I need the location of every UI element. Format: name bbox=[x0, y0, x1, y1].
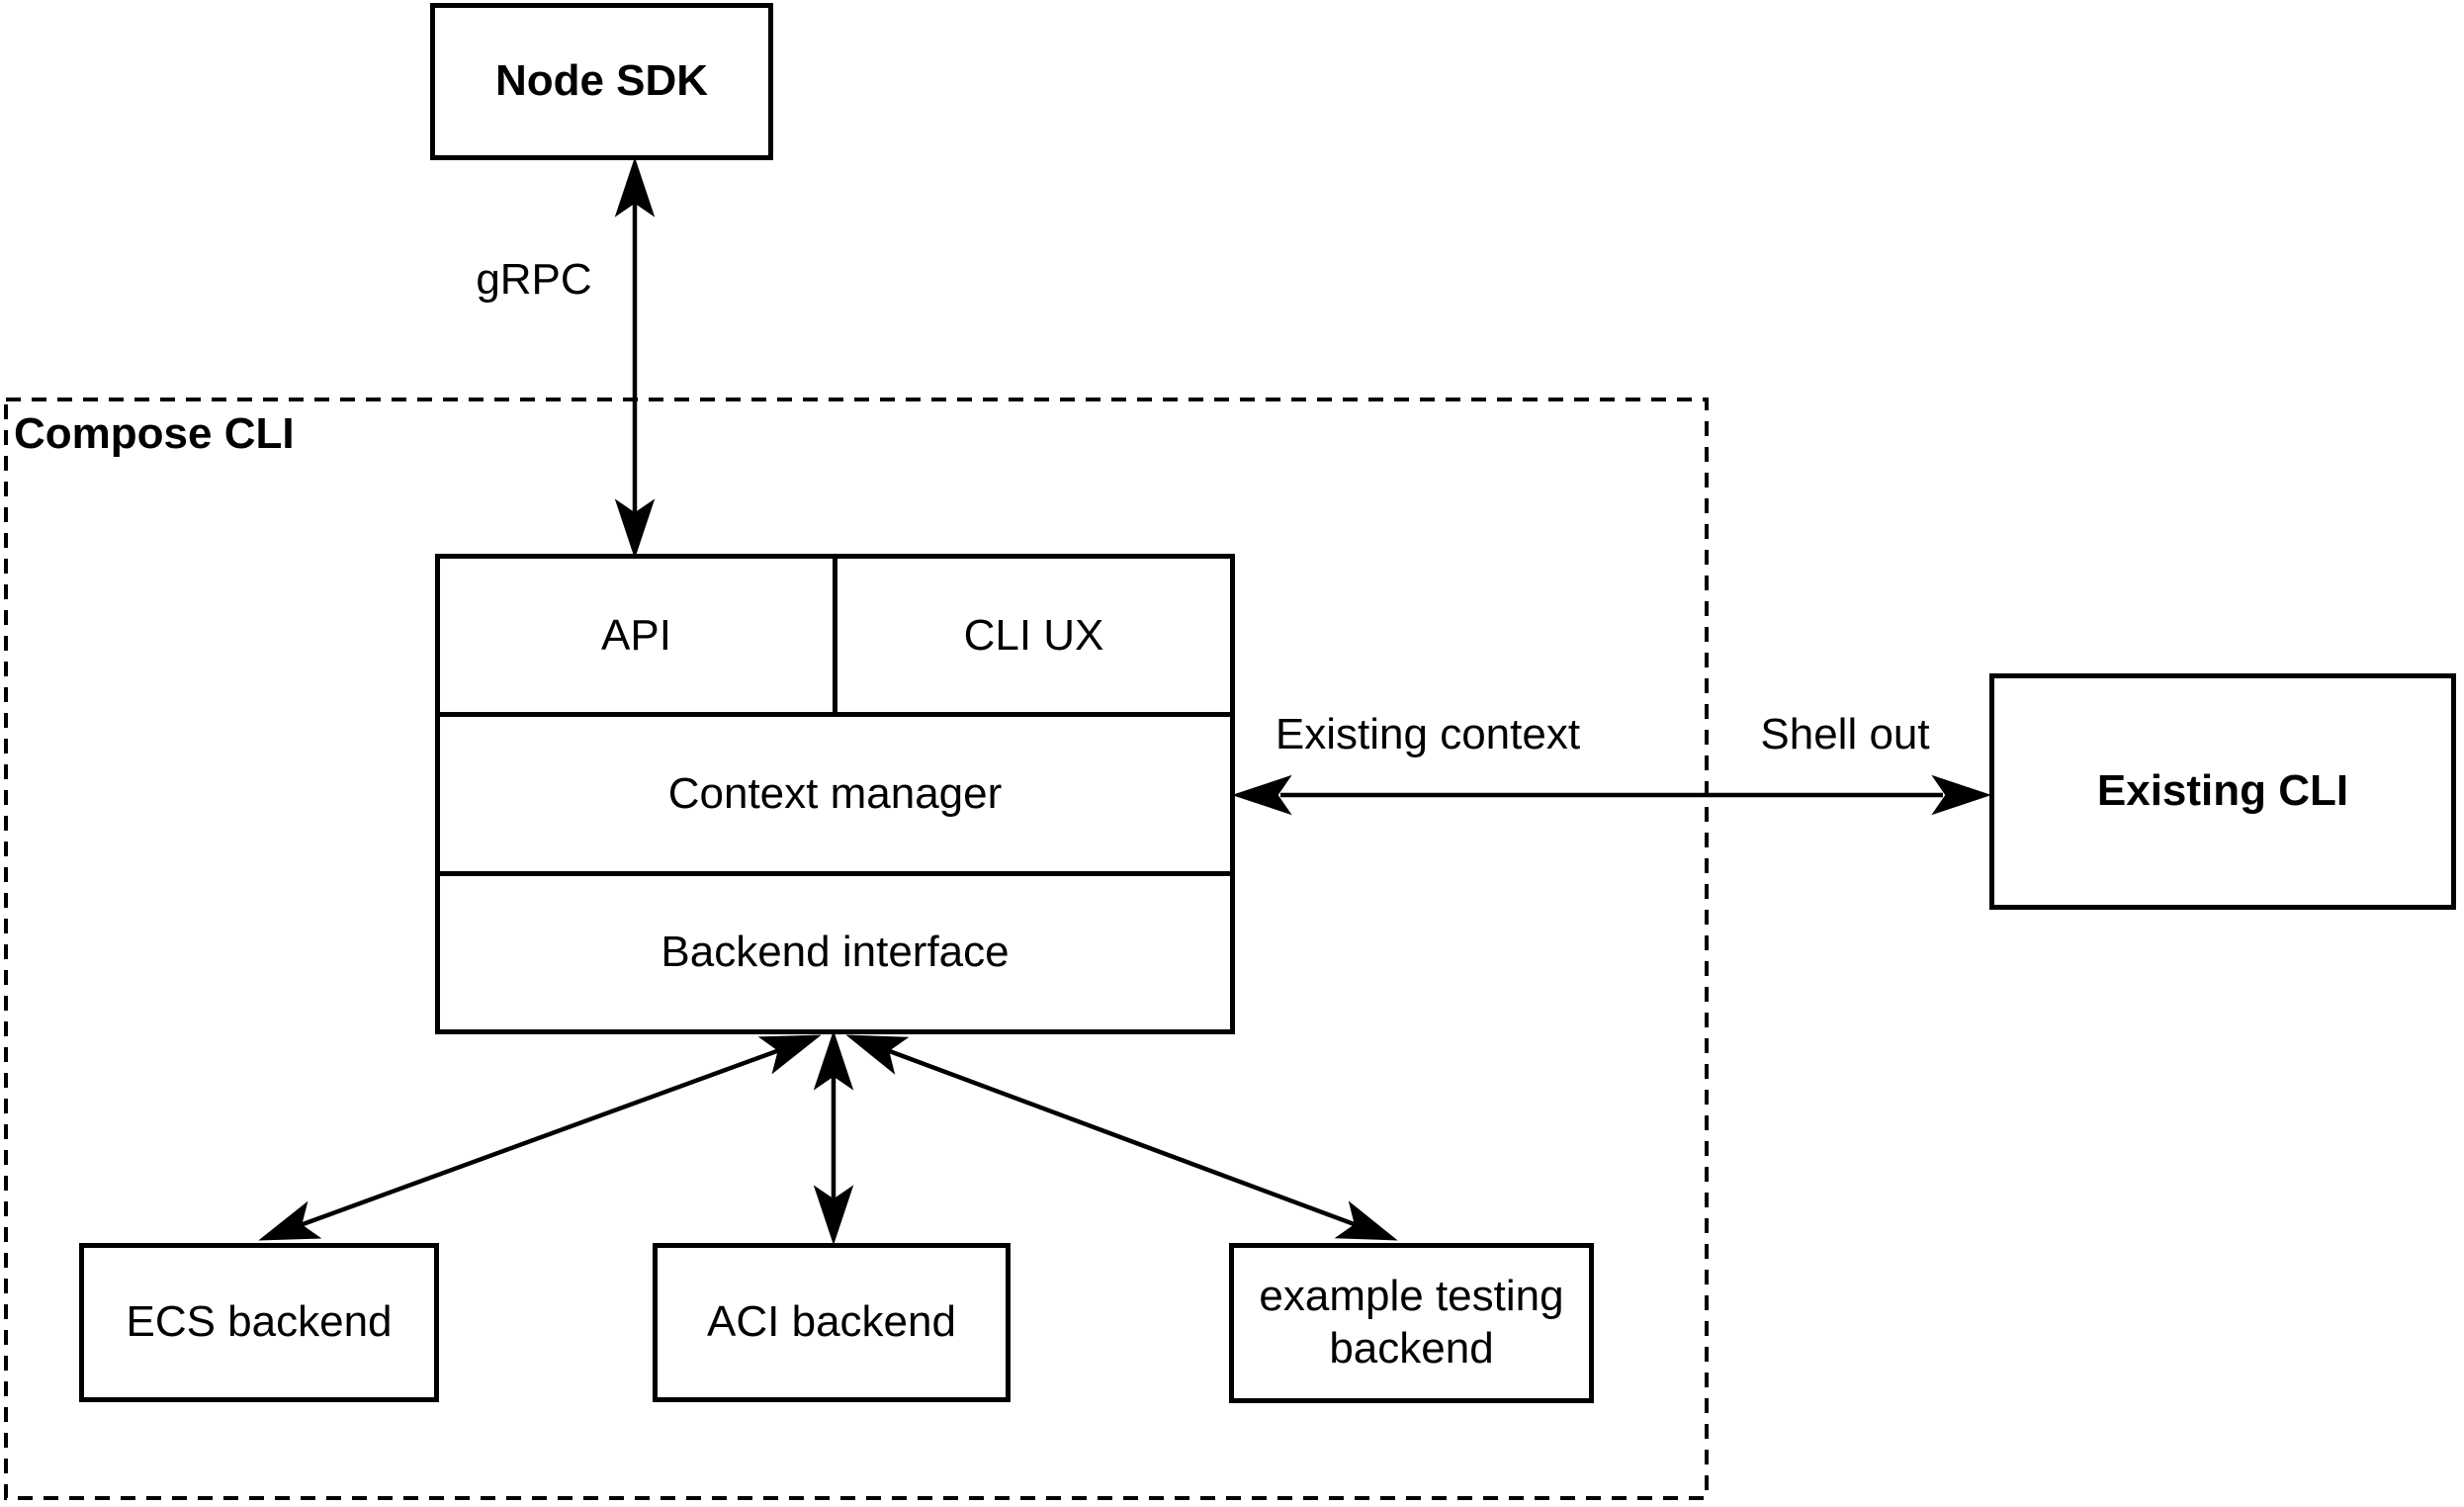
aci-backend-box: ACI backend bbox=[653, 1243, 1011, 1402]
grpc-arrowhead-up bbox=[614, 156, 656, 218]
backend-interface-label: Backend interface bbox=[660, 928, 1010, 977]
api-label: API bbox=[601, 610, 671, 660]
aci-arrowhead-bottom bbox=[813, 1185, 854, 1246]
ecs-arrowhead-top bbox=[757, 1034, 822, 1075]
example-testing-backend-box: example testing backend bbox=[1229, 1243, 1594, 1403]
shell-out-edge-label: Shell out bbox=[1760, 710, 1930, 758]
stack-row-top: API CLI UX bbox=[440, 559, 1230, 713]
example-arrow-line bbox=[851, 1034, 1392, 1241]
cli-ux-box: CLI UX bbox=[833, 559, 1230, 713]
example-arrowhead-bottom bbox=[1334, 1200, 1398, 1241]
compose-cli-stack: API CLI UX Context manager Backend inter… bbox=[435, 554, 1235, 1034]
existing-cli-arrowhead-left bbox=[1231, 774, 1292, 816]
existing-context-edge-label: Existing context bbox=[1275, 710, 1581, 758]
aci-backend-label: ACI backend bbox=[707, 1297, 956, 1347]
cli-ux-label: CLI UX bbox=[963, 610, 1104, 660]
stack-row-bottom: Backend interface bbox=[440, 870, 1230, 1029]
ecs-arrowhead-bottom bbox=[258, 1200, 322, 1241]
grpc-arrowhead-down bbox=[614, 498, 656, 560]
backend-interface-box: Backend interface bbox=[440, 876, 1230, 1029]
stack-row-middle: Context manager bbox=[440, 712, 1230, 870]
aci-arrowhead-top bbox=[813, 1029, 854, 1091]
context-manager-box: Context manager bbox=[440, 717, 1230, 870]
ecs-backend-label: ECS backend bbox=[126, 1297, 393, 1347]
existing-cli-arrowhead-right bbox=[1931, 774, 1992, 816]
ecs-backend-box: ECS backend bbox=[79, 1243, 439, 1402]
example-testing-backend-label: example testing backend bbox=[1259, 1272, 1564, 1373]
compose-cli-group-label: Compose CLI bbox=[14, 409, 295, 458]
compose-cli-group-border bbox=[4, 398, 1709, 1500]
node-sdk-label: Node SDK bbox=[494, 56, 709, 106]
grpc-edge-label: gRPC bbox=[476, 255, 592, 304]
existing-cli-box: Existing CLI bbox=[1989, 673, 2456, 910]
context-manager-label: Context manager bbox=[667, 768, 1003, 818]
existing-cli-label: Existing CLI bbox=[2096, 766, 2349, 816]
ecs-arrow-line bbox=[264, 1034, 816, 1241]
api-box: API bbox=[440, 559, 833, 712]
node-sdk-box: Node SDK bbox=[430, 3, 773, 160]
example-arrowhead-top bbox=[845, 1034, 910, 1075]
